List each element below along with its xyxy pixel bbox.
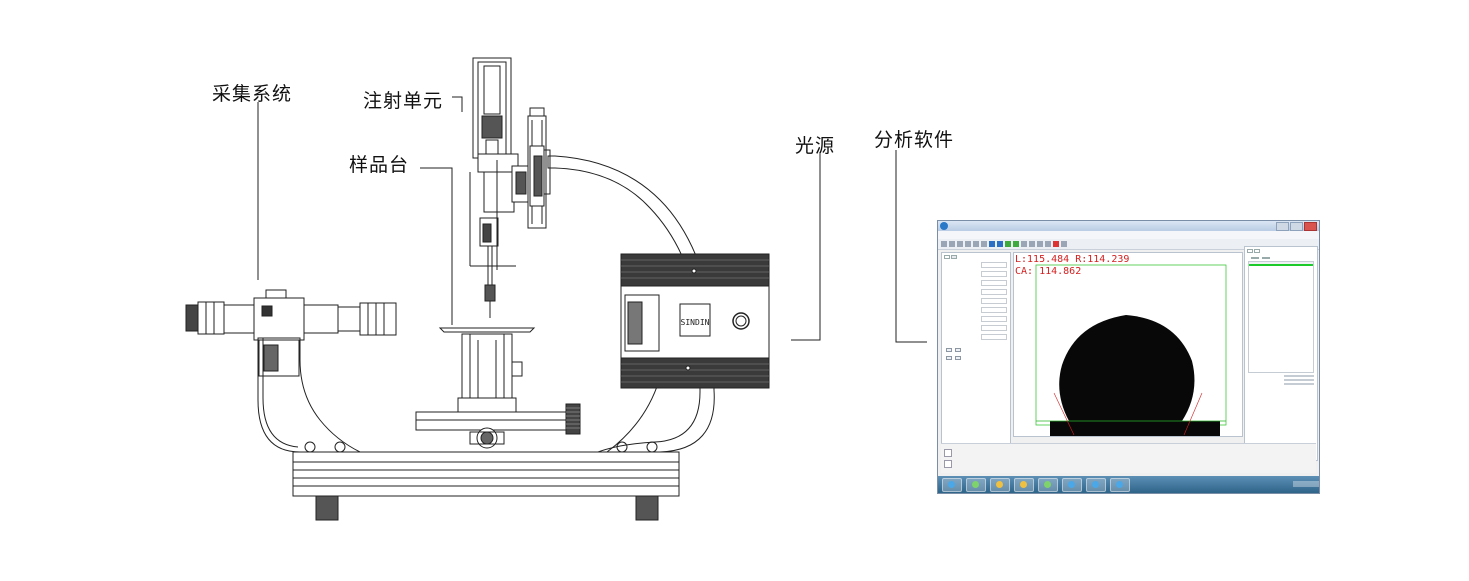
camera-lens bbox=[185, 289, 397, 341]
droplet-image-view[interactable]: L:115.484 R:114.239 CA: 114.862 bbox=[1013, 252, 1243, 437]
start-orb-icon[interactable] bbox=[942, 477, 962, 492]
log-checkbox[interactable] bbox=[944, 460, 952, 468]
left-tangent bbox=[1053, 392, 1075, 436]
heart-icon[interactable] bbox=[1053, 241, 1059, 247]
taskbar-app-icon[interactable] bbox=[966, 477, 986, 492]
param-row bbox=[946, 262, 1007, 268]
fit-icon[interactable] bbox=[1005, 241, 1011, 247]
droplet-profile bbox=[1035, 264, 1227, 436]
parameter-panel bbox=[941, 252, 1011, 460]
settings-icon[interactable] bbox=[1061, 241, 1067, 247]
ellipse-icon[interactable] bbox=[1013, 241, 1019, 247]
light-source-box bbox=[620, 253, 770, 389]
label-sample-stage: 样品台 bbox=[349, 154, 410, 176]
results-panel bbox=[1244, 246, 1318, 461]
statistics-block bbox=[1248, 375, 1314, 385]
results-table bbox=[1248, 261, 1314, 373]
window-titlebar bbox=[938, 221, 1319, 231]
record-icon[interactable] bbox=[965, 241, 971, 247]
manual-dispense-button[interactable] bbox=[946, 356, 952, 360]
zoom-icon[interactable] bbox=[997, 241, 1003, 247]
save-icon[interactable] bbox=[1029, 241, 1035, 247]
close-icon[interactable] bbox=[1304, 222, 1317, 231]
copy-icon[interactable] bbox=[1021, 241, 1027, 247]
substrate-shadow bbox=[1050, 421, 1220, 436]
manual-retract-button[interactable] bbox=[955, 356, 961, 360]
right-tangent bbox=[1183, 392, 1203, 436]
taskbar-app-icon[interactable] bbox=[990, 477, 1010, 492]
manual-row bbox=[946, 356, 1007, 360]
app-icon bbox=[940, 222, 948, 230]
folder-icon[interactable] bbox=[1014, 477, 1034, 492]
tab-contact-angle[interactable] bbox=[944, 255, 950, 259]
param-row bbox=[946, 307, 1007, 313]
help-icon[interactable] bbox=[1045, 241, 1051, 247]
param-row bbox=[946, 289, 1007, 295]
label-light-source: 光源 bbox=[795, 135, 836, 157]
param-row bbox=[946, 298, 1007, 304]
table-header bbox=[1249, 262, 1313, 264]
param-row bbox=[946, 280, 1007, 286]
droplet-silhouette bbox=[1059, 315, 1195, 421]
window-controls bbox=[1276, 222, 1317, 231]
range-min-select[interactable] bbox=[1251, 257, 1259, 259]
dose-row bbox=[946, 348, 1007, 352]
left-right-angle-readout: L:115.484 R:114.239 bbox=[1015, 254, 1130, 265]
system-tray bbox=[1293, 481, 1319, 487]
camera-icon[interactable] bbox=[957, 241, 963, 247]
log-checkbox[interactable] bbox=[944, 449, 952, 457]
triangle-icon[interactable] bbox=[981, 241, 987, 247]
label-acquisition-system: 采集系统 bbox=[212, 83, 293, 105]
table-row[interactable] bbox=[1249, 264, 1313, 266]
param-row bbox=[946, 334, 1007, 340]
crosshair-icon[interactable] bbox=[989, 241, 995, 247]
play-icon[interactable] bbox=[941, 241, 947, 247]
param-row bbox=[946, 325, 1007, 331]
droplet-app-icon[interactable] bbox=[1110, 477, 1130, 492]
minimize-icon[interactable] bbox=[1276, 222, 1289, 231]
callout-leaders bbox=[257, 96, 927, 343]
menu-bar bbox=[938, 231, 1319, 239]
taskbar-app-icon[interactable] bbox=[1062, 477, 1082, 492]
label-analysis-software: 分析软件 bbox=[874, 129, 955, 151]
dose-input[interactable] bbox=[946, 348, 952, 352]
tab-surface-tension[interactable] bbox=[951, 255, 957, 259]
taskbar-app-icon[interactable] bbox=[1086, 477, 1106, 492]
param-row bbox=[946, 271, 1007, 277]
label-injection-unit: 注射单元 bbox=[363, 90, 444, 112]
print-icon[interactable] bbox=[1037, 241, 1043, 247]
brand-plate: SINDIN bbox=[681, 318, 710, 327]
log-area bbox=[941, 443, 1316, 473]
stop-icon[interactable] bbox=[949, 241, 955, 247]
software-window: L:115.484 R:114.239 CA: 114.862 bbox=[937, 220, 1320, 494]
toolbar bbox=[938, 239, 1319, 250]
contact-angle-readout: CA: 114.862 bbox=[1015, 266, 1082, 277]
injection-unit bbox=[469, 57, 551, 318]
left-support-arm bbox=[257, 337, 361, 453]
param-row bbox=[946, 316, 1007, 322]
sample-stage bbox=[415, 327, 581, 449]
dispense-button[interactable] bbox=[955, 348, 961, 352]
grid-icon[interactable] bbox=[973, 241, 979, 247]
range-max-select[interactable] bbox=[1262, 257, 1270, 259]
browser-icon[interactable] bbox=[1038, 477, 1058, 492]
taskbar bbox=[938, 476, 1319, 493]
maximize-icon[interactable] bbox=[1290, 222, 1303, 231]
tab-angle[interactable] bbox=[1247, 249, 1253, 253]
tab-tension[interactable] bbox=[1254, 249, 1260, 253]
base-rail bbox=[292, 441, 680, 521]
